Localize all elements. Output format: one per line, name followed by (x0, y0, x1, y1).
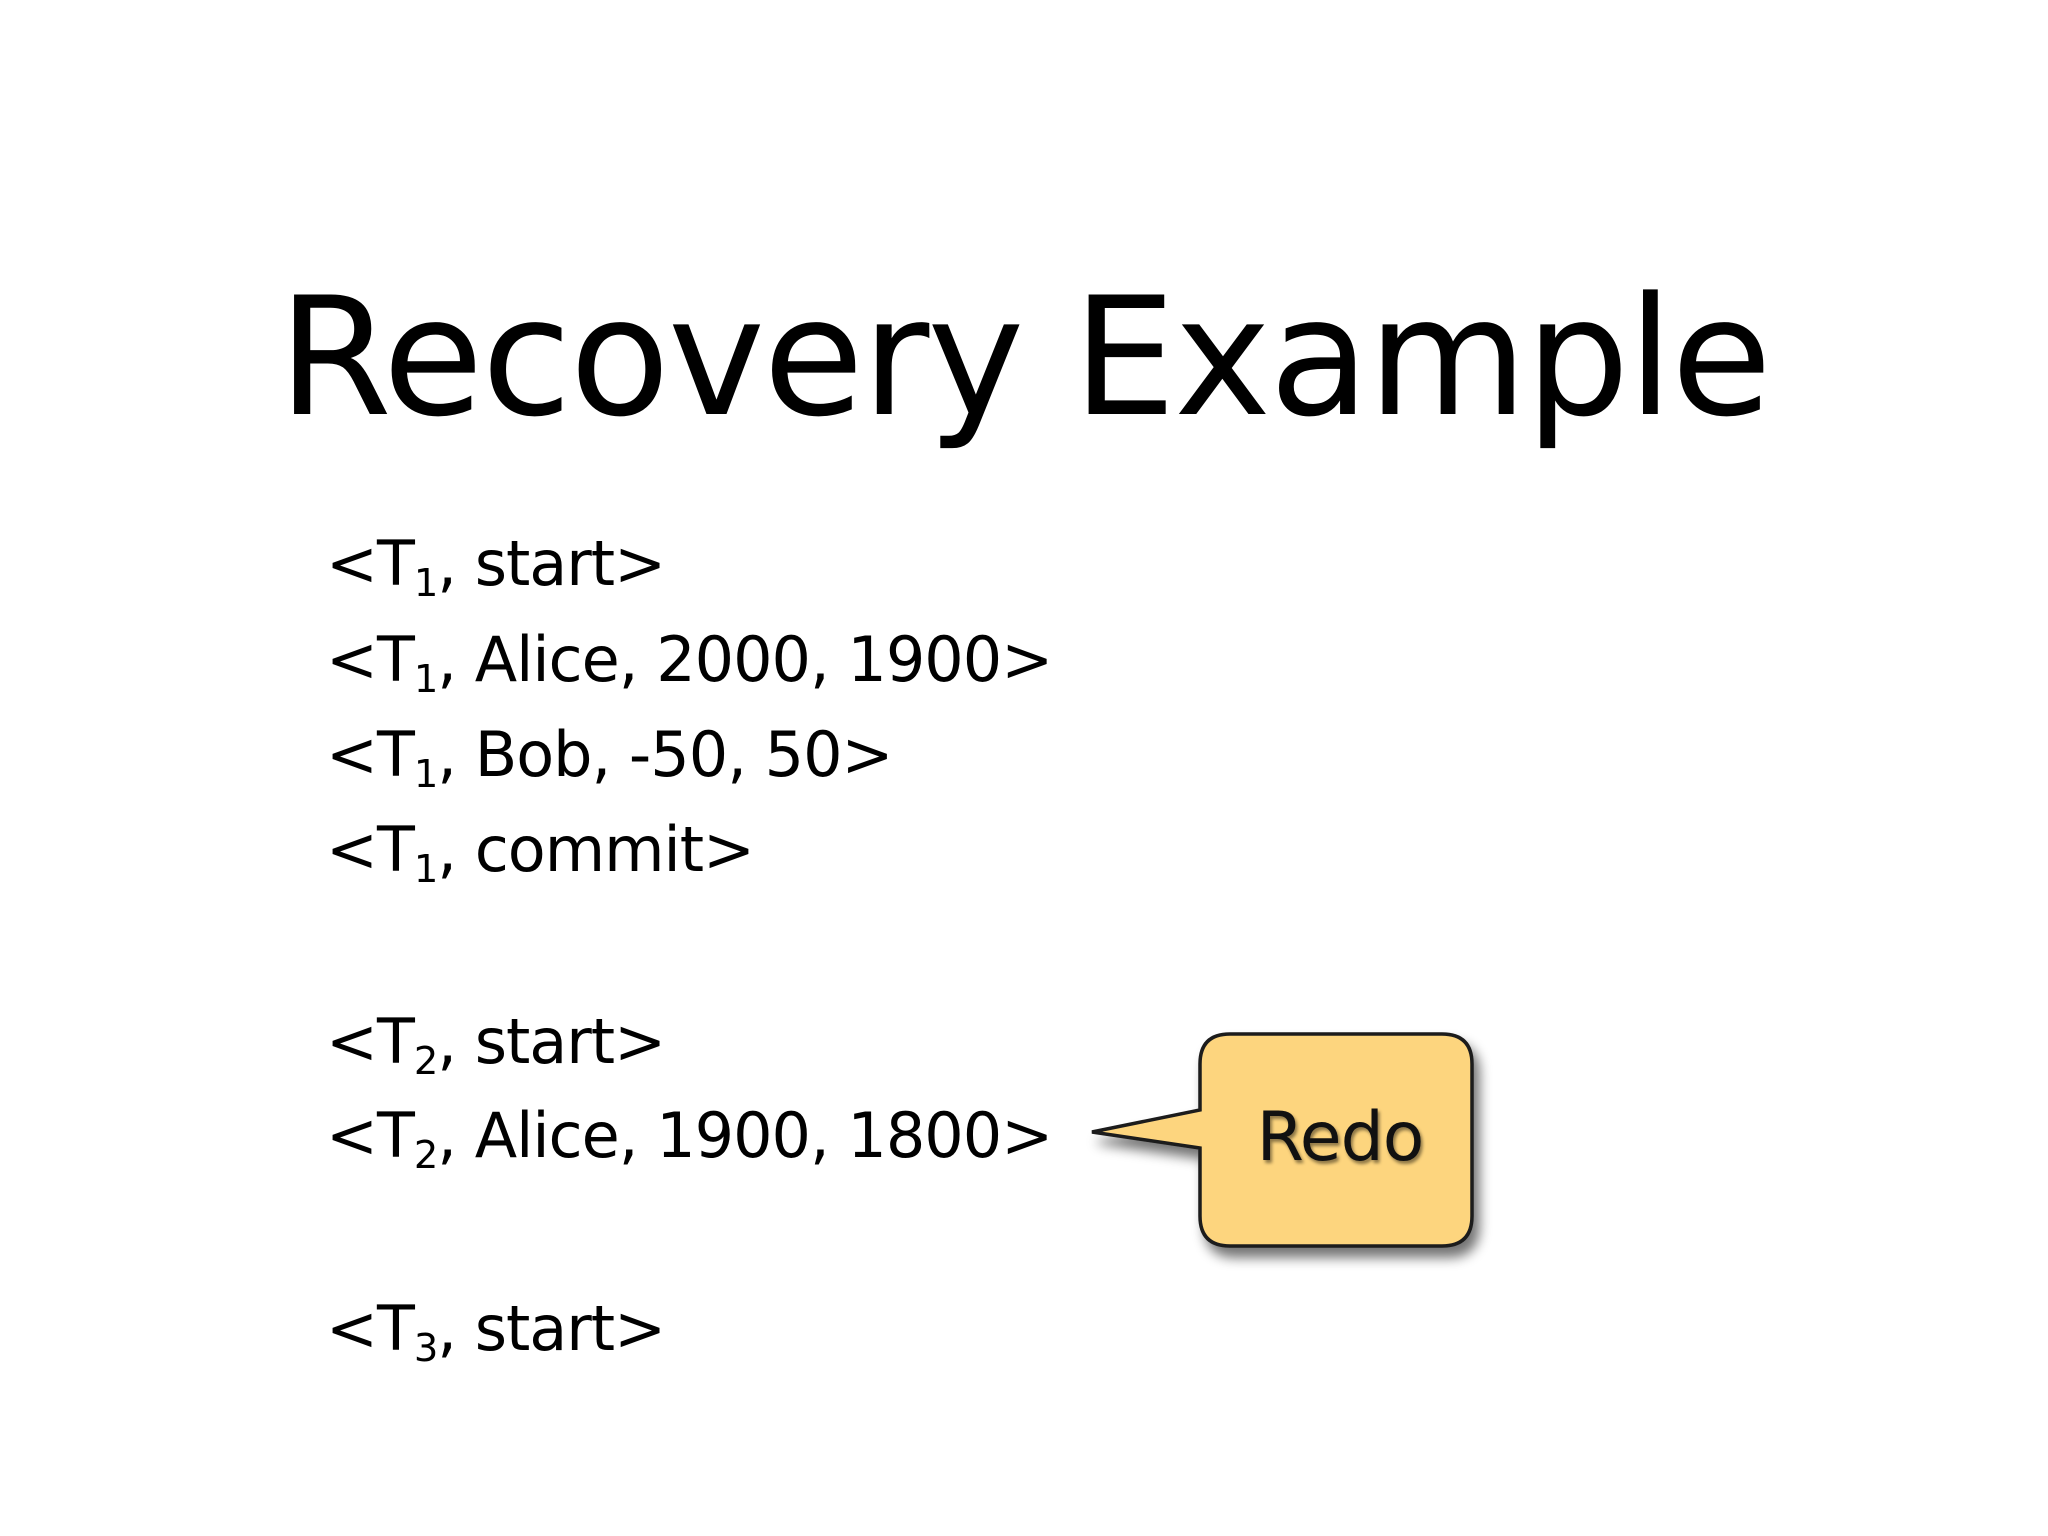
transaction-subscript: 1 (413, 560, 438, 606)
log-entry-text: , start> (437, 527, 666, 600)
log-entry-prefix: <T (326, 718, 415, 791)
transaction-subscript: 1 (413, 846, 438, 892)
log-entry: <T1, commit> (326, 810, 755, 892)
transaction-log: <T1, start> <T1, Alice, 2000, 1900> <T1,… (326, 0, 1226, 1536)
transaction-subscript: 1 (413, 656, 438, 702)
log-entry-prefix: <T (326, 1292, 415, 1365)
transaction-subscript: 3 (413, 1325, 438, 1371)
slide-title: Recovery Example (277, 261, 1772, 453)
callout-label: Redo (1256, 1098, 1425, 1177)
log-entry-text: , commit> (437, 813, 755, 886)
log-entry: <T1, Alice, 2000, 1900> (326, 620, 1053, 702)
log-entry: <T2, start> (326, 1002, 666, 1084)
log-entry-text: , Alice, 2000, 1900> (437, 623, 1053, 696)
log-entry-prefix: <T (326, 813, 415, 886)
speech-bubble-icon (1091, 1032, 1474, 1248)
transaction-subscript: 2 (413, 1132, 438, 1178)
transaction-subscript: 1 (413, 751, 438, 797)
log-entry-text: , start> (437, 1005, 666, 1078)
log-entry-text: , Alice, 1900, 1800> (437, 1099, 1053, 1172)
log-entry: <T2, Alice, 1900, 1800> (326, 1096, 1053, 1178)
transaction-subscript: 2 (413, 1038, 438, 1084)
log-entry-text: , Bob, -50, 50> (437, 718, 893, 791)
log-entry-prefix: <T (326, 1099, 415, 1172)
log-entry-prefix: <T (326, 1005, 415, 1078)
log-entry: <T3, start> (326, 1289, 666, 1371)
log-entry-prefix: <T (326, 527, 415, 600)
log-entry: <T1, start> (326, 524, 666, 606)
log-entry: <T1, Bob, -50, 50> (326, 715, 893, 797)
log-entry-prefix: <T (326, 623, 415, 696)
redo-callout: Redo (1080, 1020, 1500, 1260)
log-entry-text: , start> (437, 1292, 666, 1365)
